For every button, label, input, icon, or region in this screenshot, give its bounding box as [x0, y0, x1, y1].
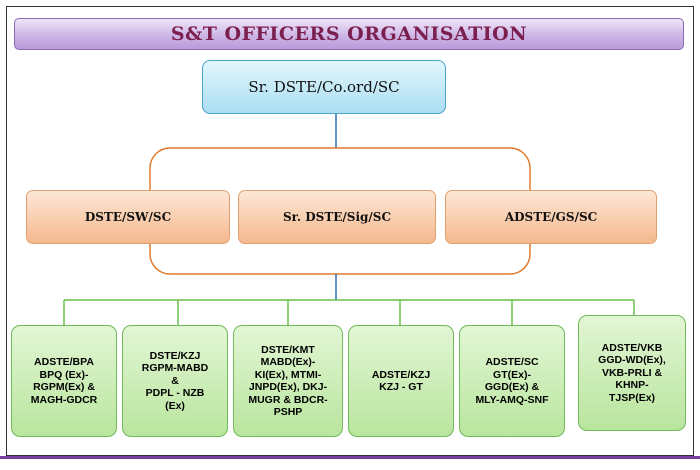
box-line: MAGH-GDCR [30, 393, 98, 406]
mid-box-sig: Sr. DSTE/Sig/SC [238, 190, 436, 244]
box-line: MLY-AMQ-SNF [475, 393, 549, 406]
box-line: MUGR & BDCR- [248, 393, 328, 406]
bottom-box-kmt: DSTE/KMT MABD(Ex)- KI(Ex), MTMI- JNPD(Ex… [233, 325, 343, 437]
box-head: DSTE/KMT [261, 343, 315, 356]
box-line: KHNP- [615, 379, 649, 392]
bottom-box-vkb: ADSTE/VKB GGD-WD(Ex), VKB-PRLI & KHNP- T… [578, 315, 686, 431]
mid-box-sw: DSTE/SW/SC [26, 190, 230, 244]
box-line: KZJ - GT [379, 381, 423, 393]
box-line: RGPM-MABD [141, 362, 209, 375]
box-line: KI(Ex), MTMI- [254, 368, 322, 381]
mid-box-label: DSTE/SW/SC [84, 210, 172, 224]
box-line: GGD(Ex) & [484, 381, 540, 393]
mid-box-label: Sr. DSTE/Sig/SC [283, 210, 391, 224]
box-line: & [171, 374, 179, 387]
top-officer-box: Sr. DSTE/Co.ord/SC [202, 60, 446, 114]
title-banner: S&T OFFICERS ORGANISATION [14, 18, 684, 50]
mid-box-gs: ADSTE/GS/SC [445, 190, 657, 244]
box-head: DSTE/KZJ [149, 349, 201, 362]
box-line: VKB-PRLI & [601, 366, 663, 379]
bottom-box-kzj: DSTE/KZJ RGPM-MABD & PDPL - NZB (Ex) [122, 325, 228, 437]
diagram-title: S&T OFFICERS ORGANISATION [170, 23, 528, 45]
box-line: RGPM(Ex) & [33, 381, 95, 393]
bottom-bar [0, 456, 700, 470]
box-line: GT(Ex)- [493, 368, 531, 381]
box-line: MABD(Ex)- [260, 356, 316, 368]
box-line: (Ex) [165, 399, 185, 412]
bottom-box-bpa: ADSTE/BPA BPQ (Ex)- RGPM(Ex) & MAGH-GDCR [11, 325, 117, 437]
box-line: GGD-WD(Ex), [598, 354, 666, 367]
top-officer-label: Sr. DSTE/Co.ord/SC [248, 78, 400, 96]
mid-box-label: ADSTE/GS/SC [504, 210, 598, 224]
box-line: PDPL - NZB [145, 387, 205, 400]
box-head: ADSTE/SC [485, 356, 539, 368]
box-line: TJSP(Ex) [608, 391, 656, 404]
box-head: ADSTE/KZJ [371, 368, 431, 381]
bottom-box-sc: ADSTE/SC GT(Ex)- GGD(Ex) & MLY-AMQ-SNF [459, 325, 565, 437]
box-head: ADSTE/VKB [601, 341, 663, 354]
box-line: BPQ (Ex)- [39, 368, 89, 381]
box-line: JNPD(Ex), DKJ- [248, 381, 328, 393]
box-head: ADSTE/BPA [34, 356, 94, 368]
bottom-box-adste-kzj: ADSTE/KZJ KZJ - GT [348, 325, 454, 437]
box-line: PSHP [273, 406, 303, 418]
